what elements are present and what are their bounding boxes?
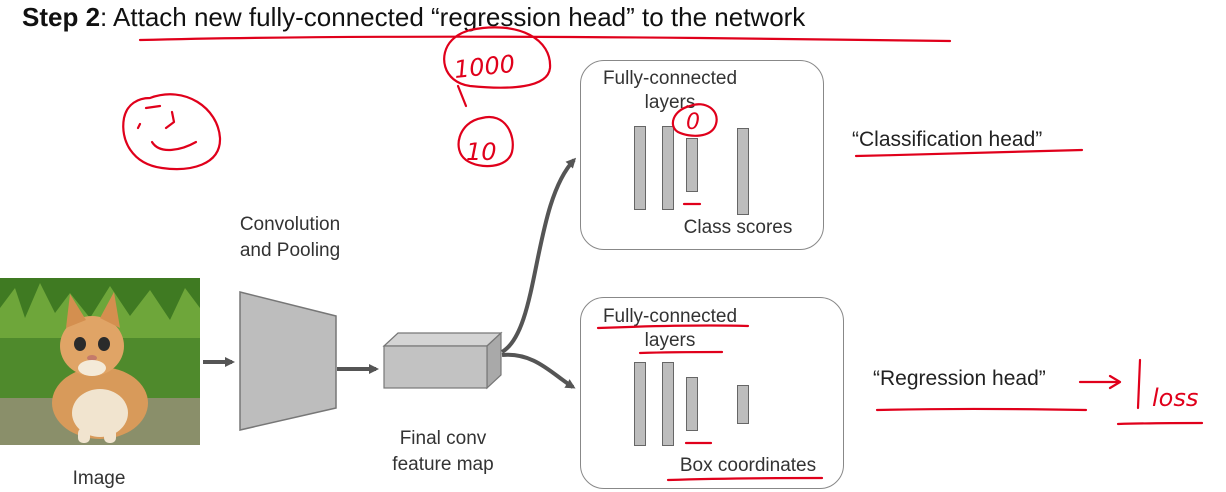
class-fc-bar-2 [662,126,674,210]
loss-underline-mark [1116,421,1204,426]
title-text: : Attach new fully-connected “regression… [100,2,806,32]
conv-pooling-shape [239,291,337,431]
slide-title: Step 2: Attach new fully-connected “regr… [22,2,805,33]
title-step: Step 2 [22,2,101,32]
kitten-image [0,278,200,445]
reg-fc-bar-1 [634,362,646,446]
image-label: Image [72,468,126,489]
title-underline-mark [138,35,952,43]
arrow-to-regression [501,352,576,389]
classification-head-box [580,60,824,250]
conv-pooling-label: Convolution and Pooling [239,214,341,261]
class-fc-bar-3 [686,138,698,192]
class-bar-circle [671,103,718,137]
box-coord-underline-mark [666,476,824,482]
class-head-underline-mark [854,148,1084,158]
box-number-text: 0 [686,110,700,135]
feature-map-label: Final conv feature map [392,428,494,475]
reg-fc-bar-3 [686,377,698,431]
reg-fc-underline-mark [596,324,750,330]
smiley-mark [122,93,222,171]
reg-head-underline-mark [875,407,1088,412]
class-scores-label: Class scores [683,217,793,238]
loss-note-text: loss [1152,384,1198,412]
regression-head-label: “Regression head” [873,367,1046,390]
classification-head-label: “Classification head” [852,128,1043,151]
reg-fc-bar-2 [662,362,674,446]
regression-head-box [580,297,844,489]
feature-map-shape [382,331,503,390]
number-1000-circle [443,26,552,89]
reg-output-bar [737,385,749,424]
number-1000-text: 1000 [453,50,517,84]
reg-fc-label: Fully-connected layers [602,306,738,351]
number-10-text: 10 [466,138,497,166]
arrow-to-classification [500,157,577,354]
box-coordinates-label: Box coordinates [679,455,817,476]
class-fc-bar-1 [634,126,646,210]
class-output-bar [737,128,749,215]
number-10-circle [457,115,514,168]
